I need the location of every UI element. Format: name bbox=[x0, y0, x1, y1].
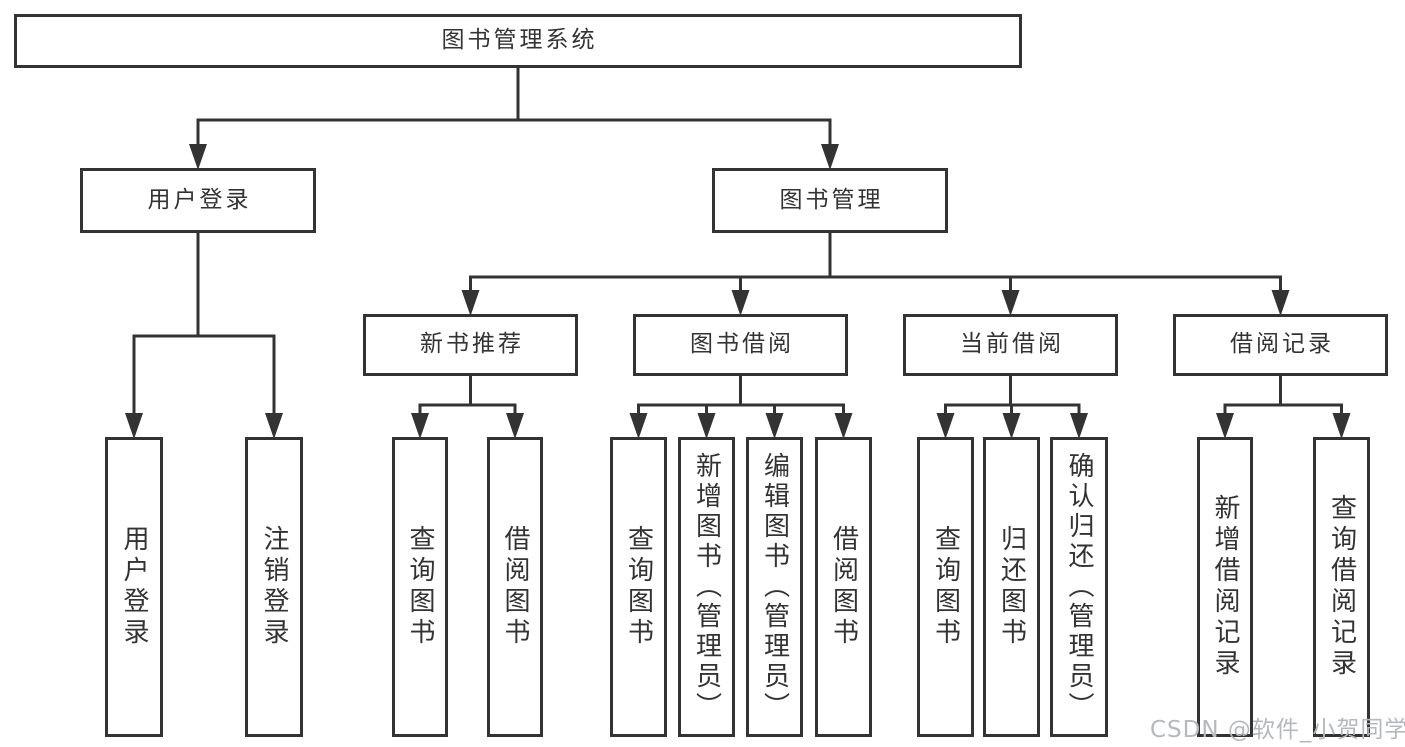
node-login: 用户登录 bbox=[105, 437, 163, 737]
node-label: 查询图书 bbox=[405, 525, 435, 649]
arrowhead bbox=[461, 290, 480, 316]
node-rcd-query-record: 查询借阅记录 bbox=[1313, 437, 1370, 737]
arrowhead bbox=[1001, 290, 1020, 316]
node-book-borrow: 图书借阅 bbox=[633, 314, 848, 376]
node-rec-query-book: 查询图书 bbox=[392, 437, 448, 737]
arrowhead bbox=[821, 144, 839, 170]
node-borrow-record: 借阅记录 bbox=[1173, 314, 1388, 376]
arrowhead bbox=[1002, 413, 1021, 439]
node-label: 查询图书 bbox=[623, 525, 654, 649]
arrowhead bbox=[506, 413, 524, 439]
node-bor-edit-book: 编辑图书（管理员） bbox=[746, 437, 803, 737]
arrowhead bbox=[1271, 290, 1290, 316]
node-label: 编辑图书（管理员） bbox=[759, 452, 790, 722]
arrowhead bbox=[697, 413, 716, 439]
node-label: 查询借阅记录 bbox=[1326, 494, 1357, 680]
node-rec-borrow-book: 借阅图书 bbox=[487, 437, 543, 737]
arrowhead bbox=[765, 413, 784, 439]
node-rcd-add-record: 新增借阅记录 bbox=[1197, 437, 1253, 737]
node-label: 借阅图书 bbox=[828, 525, 859, 649]
node-label: 新增借阅记录 bbox=[1210, 494, 1240, 680]
node-label: 新增图书（管理员） bbox=[691, 452, 722, 722]
arrowhead bbox=[125, 413, 143, 439]
node-new-book-rec: 新书推荐 bbox=[363, 314, 578, 376]
arrowhead bbox=[189, 144, 207, 170]
node-label: 图书管理系统 bbox=[441, 27, 598, 54]
arrowhead bbox=[629, 413, 648, 439]
node-bor-borrow-book: 借阅图书 bbox=[815, 437, 872, 737]
node-label: 图书借阅 bbox=[690, 331, 794, 358]
node-label: 借阅记录 bbox=[1230, 331, 1334, 358]
node-logout: 注销登录 bbox=[245, 437, 303, 737]
node-cur-confirm-return: 确认归还（管理员） bbox=[1050, 437, 1108, 737]
watermark: CSDN @软件_小贺同学 bbox=[1150, 717, 1405, 743]
node-label: 图书管理 bbox=[779, 186, 884, 213]
arrowhead bbox=[936, 413, 955, 439]
node-bor-add-book: 新增图书（管理员） bbox=[678, 437, 735, 737]
node-label: 当前借阅 bbox=[960, 331, 1064, 358]
arrowhead bbox=[834, 413, 853, 439]
node-user-login: 用户登录 bbox=[80, 168, 316, 233]
node-book-mgmt: 图书管理 bbox=[712, 168, 948, 233]
arrowhead bbox=[731, 290, 750, 316]
node-label: 归还图书 bbox=[996, 525, 1027, 649]
node-label: 新书推荐 bbox=[420, 331, 524, 358]
arrowhead bbox=[1070, 413, 1088, 439]
node-cur-query-book: 查询图书 bbox=[917, 437, 974, 737]
node-label: 查询图书 bbox=[930, 525, 961, 649]
node-label: 借阅图书 bbox=[500, 525, 530, 649]
node-bor-query-book: 查询图书 bbox=[610, 437, 667, 737]
arrowhead bbox=[411, 413, 429, 439]
node-current-borrow: 当前借阅 bbox=[903, 314, 1118, 376]
node-label: 注销登录 bbox=[259, 525, 289, 649]
node-label: 用户登录 bbox=[119, 525, 149, 649]
node-label: 确认归还（管理员） bbox=[1064, 452, 1094, 722]
node-label: 用户登录 bbox=[147, 186, 252, 213]
arrowhead bbox=[265, 413, 283, 439]
arrowhead bbox=[1332, 413, 1351, 439]
node-root: 图书管理系统 bbox=[14, 14, 1022, 68]
node-cur-return-book: 归还图书 bbox=[983, 437, 1040, 737]
arrowhead bbox=[1216, 413, 1234, 439]
